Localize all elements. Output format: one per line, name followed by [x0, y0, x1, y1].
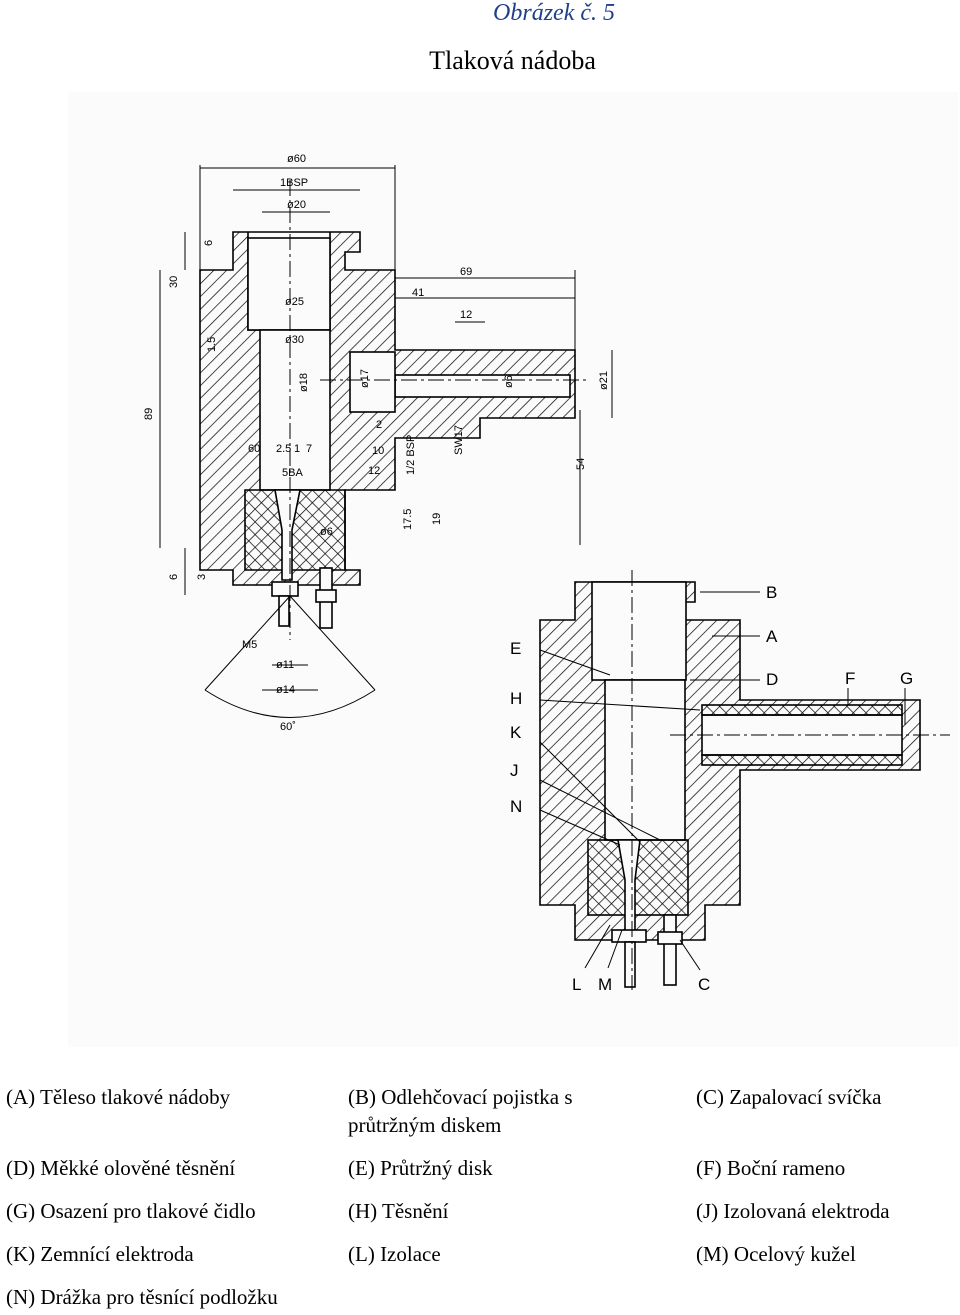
- legend-b-line2: průtržným diskem: [348, 1113, 502, 1137]
- label-d: D: [766, 670, 778, 689]
- legend-e: (E) Průtržný disk: [348, 1156, 493, 1180]
- dimensioned-drawing: [159, 165, 613, 718]
- dim-19: 19: [431, 513, 443, 525]
- legend-d: (D) Měkké olověné těsnění: [6, 1156, 236, 1180]
- dim-2-5: 2.5: [276, 443, 291, 455]
- dim-60deg: 60˚: [280, 721, 296, 733]
- label-j: J: [510, 761, 519, 780]
- dim-17-5: 17.5: [402, 509, 414, 530]
- dim-d18: ø18: [298, 373, 310, 392]
- dim-12-side: 12: [460, 309, 472, 321]
- dim-m5: M5: [242, 639, 257, 651]
- dimension-labels: ø60 1BSP ø20 ø25 ø30 ø18 ø17 ø6 ø21 ø6 ø…: [143, 153, 610, 733]
- dim-d60: ø60: [287, 153, 306, 165]
- dim-d30: ø30: [285, 334, 304, 346]
- legend-f: (F) Boční rameno: [696, 1156, 846, 1180]
- dim-d14: ø14: [276, 684, 295, 696]
- label-c: C: [698, 975, 710, 994]
- label-n: N: [510, 797, 522, 816]
- legend-b: (B) Odlehčovací pojistka s průtržným dis…: [348, 1083, 573, 1139]
- labelled-drawing: [539, 570, 950, 990]
- dim-d21: ø21: [598, 371, 610, 390]
- label-k: K: [510, 723, 522, 742]
- dim-5ba: 5BA: [282, 467, 303, 479]
- label-a: A: [766, 627, 778, 646]
- legend-n: (N) Drážka pro těsnící podložku: [6, 1285, 278, 1309]
- legend-b-line1: (B) Odlehčovací pojistka s: [348, 1085, 573, 1109]
- figure-title: Tlaková nádoba: [429, 46, 596, 75]
- dim-54: 54: [575, 458, 587, 470]
- figure-number: Obrázek č. 5: [493, 0, 615, 26]
- dim-1: 1: [294, 443, 300, 455]
- dim-half-bsp: 1/2 BSP: [405, 435, 417, 475]
- dim-7: 7: [306, 443, 312, 455]
- legend-k: (K) Zemnící elektroda: [6, 1242, 194, 1266]
- dim-89: 89: [143, 408, 155, 420]
- label-g: G: [900, 669, 913, 688]
- dim-d17: ø17: [359, 369, 371, 388]
- dim-6-top: 6: [203, 240, 215, 246]
- part-labels: B A D F G E H K J N L M C: [510, 583, 913, 994]
- label-m: M: [598, 975, 612, 994]
- legend-c: (C) Zapalovací svíčka: [696, 1085, 882, 1109]
- dim-d6-plug: ø6: [320, 526, 333, 538]
- pressure-vessel-drawing: ø60 1BSP ø20 ø25 ø30 ø18 ø17 ø6 ø21 ø6 ø…: [68, 92, 958, 1047]
- dim-d20: ø20: [287, 199, 306, 211]
- dim-sw17: SW17: [453, 425, 465, 455]
- dim-d11: ø11: [276, 659, 294, 671]
- legend-h: (H) Těsnění: [348, 1199, 449, 1223]
- label-f: F: [845, 669, 855, 688]
- label-l: L: [572, 975, 581, 994]
- dim-69: 69: [460, 266, 472, 278]
- legend-l: (L) Izolace: [348, 1242, 441, 1266]
- dim-12: 12: [368, 465, 380, 477]
- dim-2: 2: [376, 419, 382, 431]
- label-b: B: [766, 583, 777, 602]
- dim-10: 10: [372, 445, 384, 457]
- dim-41: 41: [412, 287, 424, 299]
- dim-d6-side: ø6: [503, 375, 515, 388]
- dim-1-5: 1.5: [206, 337, 218, 352]
- dim-60: 60: [248, 443, 260, 455]
- label-e: E: [510, 639, 521, 658]
- dim-6-bottom: 6: [168, 574, 180, 580]
- legend-j: (J) Izolovaná elektroda: [696, 1199, 890, 1223]
- label-h: H: [510, 689, 522, 708]
- legend-m: (M) Ocelový kužel: [696, 1242, 856, 1266]
- legend-g: (G) Osazení pro tlakové čidlo: [6, 1199, 256, 1223]
- dim-d25: ø25: [285, 296, 304, 308]
- legend-a: (A) Těleso tlakové nádoby: [6, 1085, 231, 1109]
- dim-bsp1: 1BSP: [280, 177, 308, 189]
- dim-3: 3: [196, 574, 208, 580]
- dim-30: 30: [168, 276, 180, 288]
